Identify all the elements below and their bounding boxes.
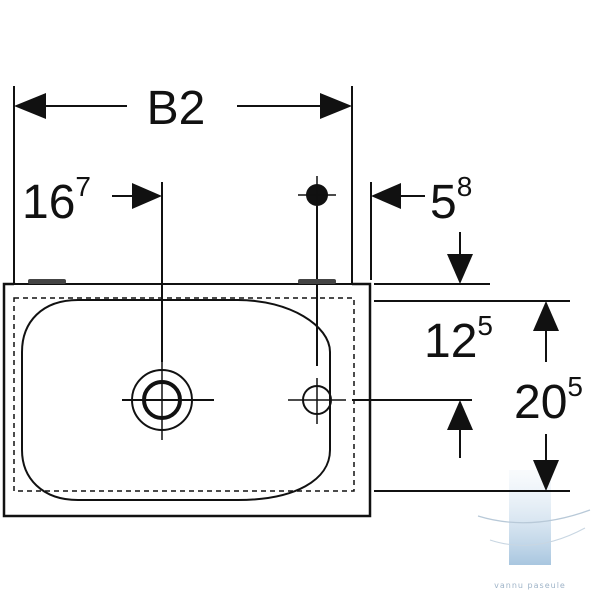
- basin-inner-dashed-outline: [13, 297, 355, 492]
- basin-outline: [2, 279, 372, 518]
- height-label: 205: [514, 371, 583, 429]
- watermark-logo: vannu paseule: [477, 470, 591, 590]
- right-offset-label: 58: [430, 171, 472, 229]
- depth-label: 125: [424, 310, 493, 368]
- top-edge-arrow: [447, 232, 473, 284]
- tap-hole: [122, 182, 214, 440]
- depth-superscript: 5: [477, 310, 493, 341]
- height-value: 20: [514, 376, 567, 429]
- overflow-hole: [288, 378, 472, 424]
- tap-offset-label: 167: [22, 171, 91, 229]
- basin-top-clip-right: [298, 279, 336, 284]
- height-superscript: 5: [567, 371, 583, 402]
- b2-arrowhead-right: [320, 93, 352, 119]
- depth-arrowhead: [447, 400, 473, 430]
- tap-offset-superscript: 7: [75, 171, 91, 202]
- height-arrowhead-top: [533, 301, 559, 331]
- depth-dimension: [447, 400, 473, 458]
- right-offset-value: 5: [430, 176, 457, 229]
- b2-width-label: B2: [147, 82, 206, 135]
- b2-arrowhead-left: [14, 93, 46, 119]
- right-offset-superscript: 8: [457, 171, 473, 202]
- watermark-text: vannu paseule: [494, 581, 566, 590]
- height-arrowhead-bottom: [533, 460, 559, 491]
- b2-dimension-line: [14, 93, 352, 119]
- bowl-outline: [21, 299, 331, 501]
- basin-top-clip-left: [28, 279, 66, 284]
- height-dimension: [533, 301, 559, 491]
- depth-value: 12: [424, 315, 477, 368]
- tap-offset-dimension: 167: [22, 171, 162, 229]
- tap-offset-value: 16: [22, 176, 75, 229]
- tap-offset-arrowhead: [132, 183, 162, 209]
- right-offset-dimension: 58: [370, 171, 472, 280]
- overflow-marker: [298, 176, 336, 366]
- right-offset-arrowhead: [371, 183, 401, 209]
